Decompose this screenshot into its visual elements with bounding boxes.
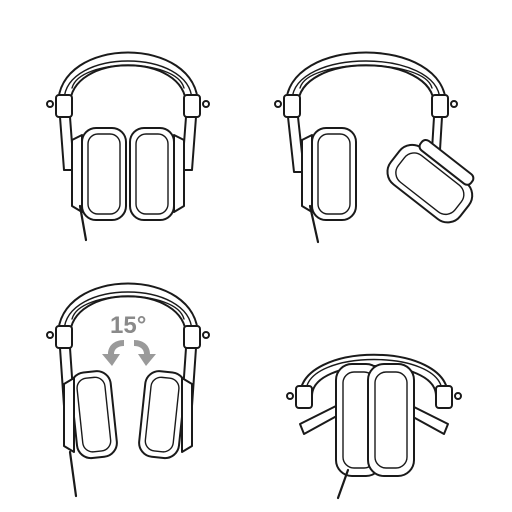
rotate-right-arrow-icon <box>134 340 156 366</box>
rotation-angle-label: 15° <box>110 312 147 339</box>
headphones-folded-view <box>256 256 512 512</box>
headphones-swivel-view <box>256 0 512 256</box>
rotate-left-arrow-icon <box>102 340 124 366</box>
headphones-rotation-view <box>0 256 256 512</box>
headphones-front-view <box>0 0 256 256</box>
